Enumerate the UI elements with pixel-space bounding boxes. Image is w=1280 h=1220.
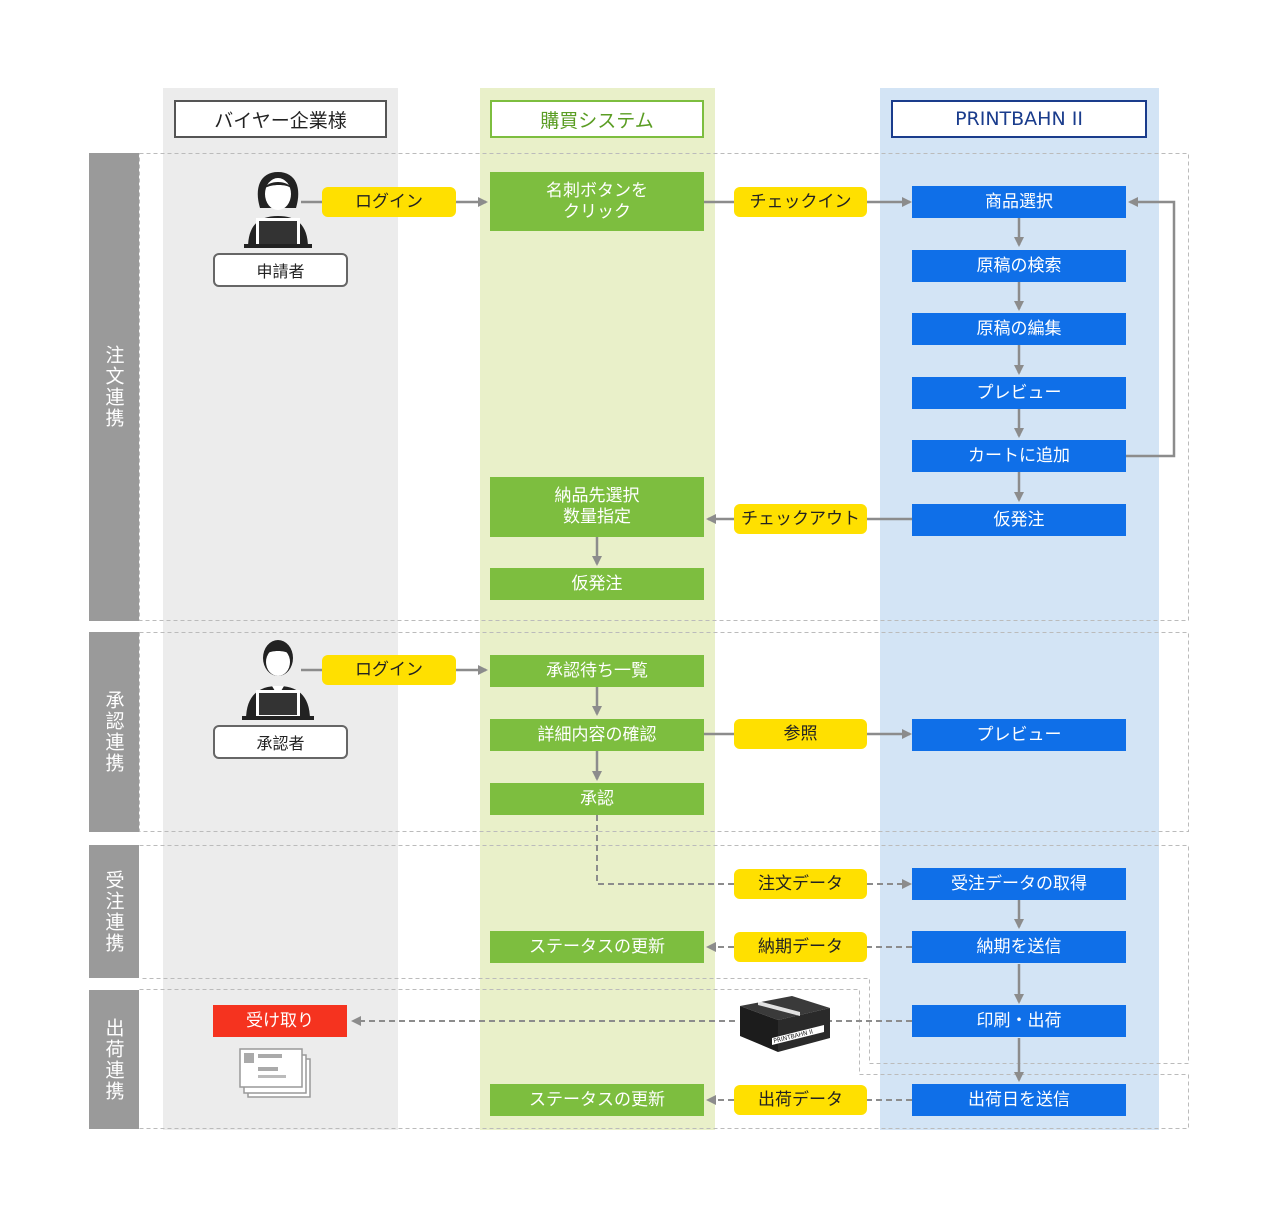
- approval-preview-step: プレビュー: [912, 719, 1126, 751]
- provisional-order-ps-step: 仮発注: [490, 568, 704, 600]
- ship-data-badge: 出荷データ: [734, 1085, 867, 1115]
- section-order-label: 注文連携: [89, 153, 139, 621]
- reference-badge: 参照: [734, 719, 867, 749]
- approve-step: 承認: [490, 783, 704, 815]
- order-data-badge: 注文データ: [734, 869, 867, 899]
- status-update-step-1: ステータスの更新: [490, 931, 704, 963]
- print-ship-step: 印刷・出荷: [912, 1005, 1126, 1037]
- receive-step: 受け取り: [213, 1005, 347, 1037]
- get-order-data-step: 受注データの取得: [912, 868, 1126, 900]
- approver-label: 承認者: [213, 725, 348, 759]
- delivery-data-badge: 納期データ: [734, 932, 867, 962]
- click-card-button-step: 名刺ボタンを クリック: [490, 172, 704, 231]
- checkout-badge: チェックアウト: [734, 504, 867, 534]
- detail-confirm-step: 詳細内容の確認: [490, 719, 704, 751]
- purchase-header: 購買システム: [490, 100, 704, 138]
- preview-step: プレビュー: [912, 377, 1126, 409]
- approver-login-badge: ログイン: [322, 655, 456, 685]
- waiting-list-step: 承認待ち一覧: [490, 655, 704, 687]
- provisional-order-pb-step: 仮発注: [912, 504, 1126, 536]
- checkin-badge: チェックイン: [734, 187, 867, 217]
- status-update-step-2: ステータスの更新: [490, 1084, 704, 1116]
- section-approval-label: 承認連携: [89, 632, 139, 832]
- login-badge: ログイン: [322, 187, 456, 217]
- business-cards-icon: [239, 1048, 311, 1098]
- send-ship-date-step: 出荷日を送信: [912, 1084, 1126, 1116]
- buyer-header: バイヤー企業様: [174, 100, 387, 138]
- section-receive-label: 受注連携: [89, 845, 139, 978]
- delivery-select-step: 納品先選択 数量指定: [490, 477, 704, 537]
- approver-icon: [242, 640, 314, 720]
- applicant-label: 申請者: [213, 253, 348, 287]
- applicant-icon: [244, 172, 312, 248]
- select-product-step: 商品選択: [912, 186, 1126, 218]
- section-ship-label: 出荷連携: [89, 990, 139, 1129]
- add-cart-step: カートに追加: [912, 440, 1126, 472]
- printbahn-header: PRINTBAHN II: [891, 100, 1147, 138]
- shipping-box-icon: PRINTBAHN II: [740, 996, 830, 1052]
- search-draft-step: 原稿の検索: [912, 250, 1126, 282]
- send-delivery-step: 納期を送信: [912, 931, 1126, 963]
- edit-draft-step: 原稿の編集: [912, 313, 1126, 345]
